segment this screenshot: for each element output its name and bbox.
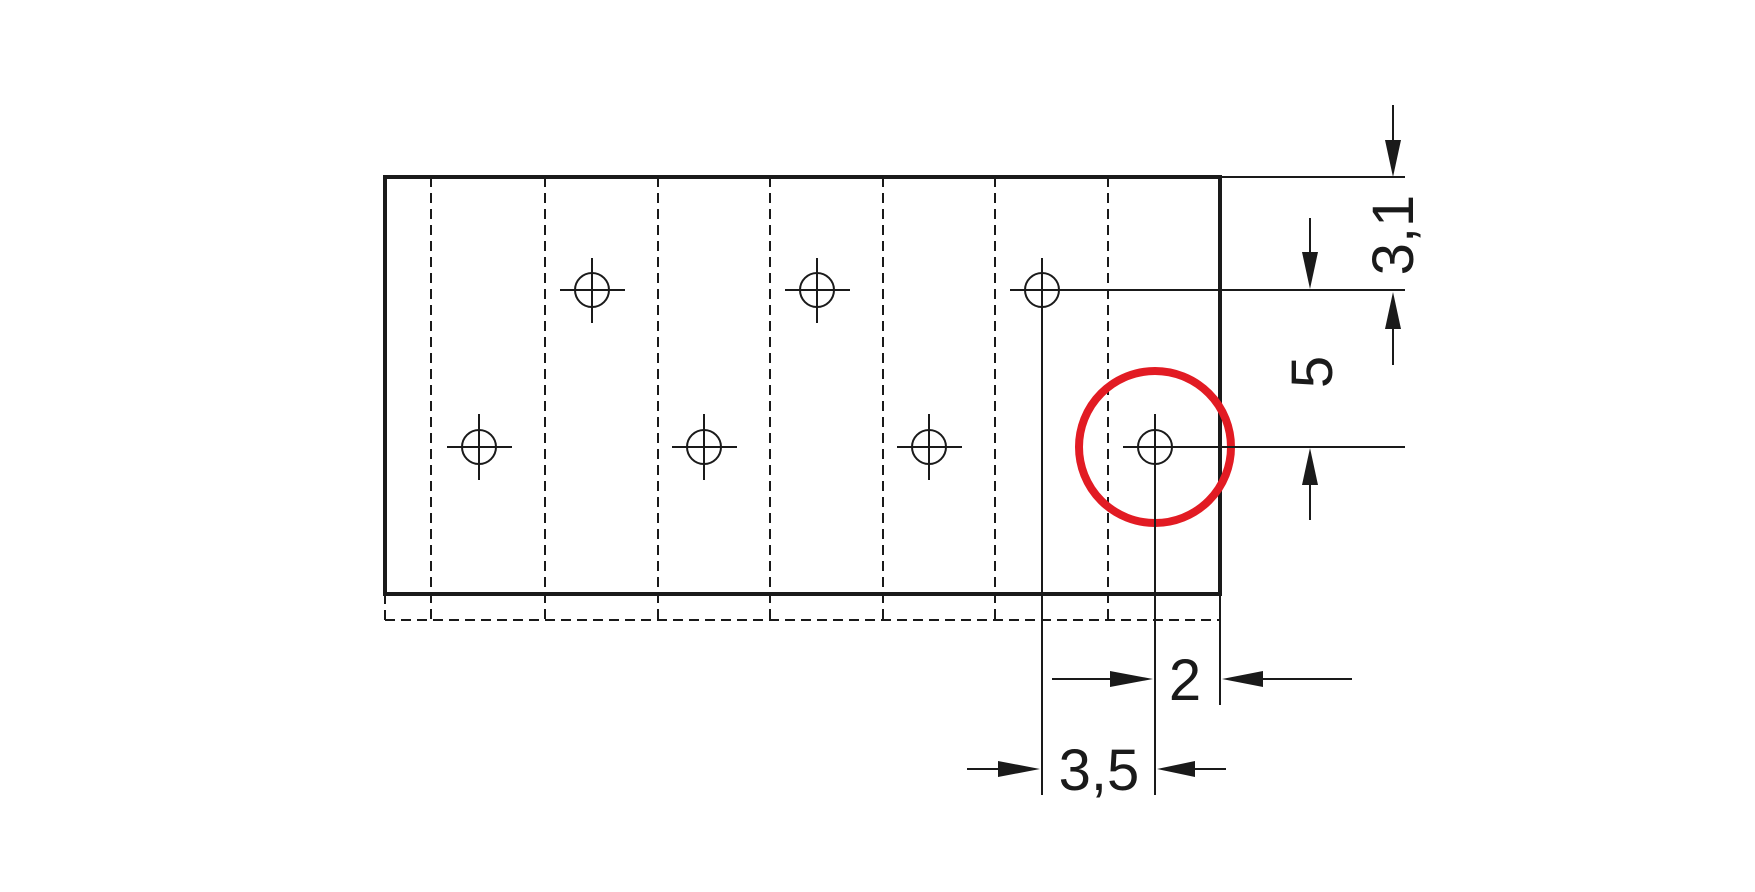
dimension-top-offset: 3,1: [1361, 105, 1426, 365]
dimension-pitch: 3,5: [967, 738, 1226, 803]
housing-outline: [383, 175, 1222, 596]
dimension-row-spacing: 5: [1280, 218, 1345, 520]
pin-hole-upper-2: [785, 258, 850, 323]
extension-lines: [1041, 176, 1405, 795]
pin-hole-lower-2: [672, 414, 737, 480]
module-separators: [384, 177, 1221, 621]
dimension-label-top-offset: 3,1: [1361, 195, 1426, 276]
pin-hole-lower-1: [447, 414, 512, 480]
dimension-label-row-spacing: 5: [1280, 356, 1345, 388]
dimension-label-edge-to-pin: 2: [1169, 648, 1201, 713]
pin-hole-upper-1: [560, 258, 625, 323]
dimension-label-pitch: 3,5: [1059, 738, 1140, 803]
dimension-edge-to-pin: 2: [1052, 648, 1352, 713]
pin-hole-lower-3: [897, 414, 962, 480]
